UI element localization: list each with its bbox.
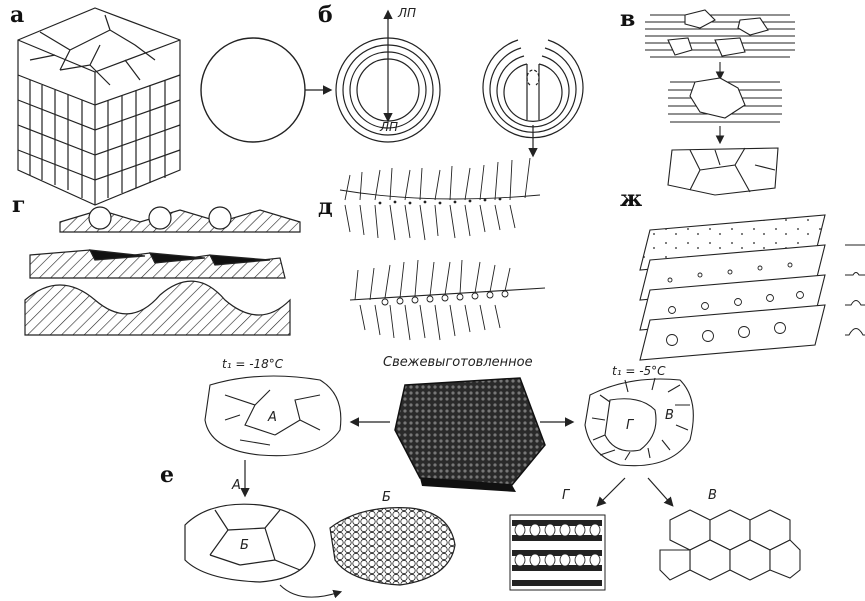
panel-label-e: е — [160, 462, 174, 488]
result-B-coarse — [185, 504, 315, 582]
fresh-sample — [395, 378, 545, 492]
arrow-curve-AB — [280, 585, 340, 597]
cp-label-bottom: ЛП — [380, 120, 398, 134]
panel-label-g: г — [12, 192, 25, 218]
prism-crystal — [18, 8, 180, 205]
result-G-lattice — [510, 515, 605, 590]
temp-label-left: t₁ = -18°C — [222, 357, 283, 371]
arrow-down-G — [598, 478, 625, 505]
result-V-hexcells — [660, 510, 800, 580]
droplet-circle — [201, 38, 305, 142]
fresh-sample-label: Свежевыготовленное — [383, 355, 533, 370]
panel-label-v: в — [620, 6, 635, 32]
temp-label-right: t₁ = -5°C — [612, 364, 666, 378]
cp-label-top: ЛП — [398, 6, 416, 20]
panel-label-zh: ж — [620, 186, 642, 212]
panel-label-d: д — [318, 194, 333, 220]
region-G-label: Г — [562, 488, 569, 503]
result-B-fine — [330, 508, 455, 585]
region-A-inside: А — [268, 410, 277, 425]
region-B-inside: Б — [240, 538, 249, 553]
stacked-sheets — [640, 215, 825, 360]
concentric-rings-right — [483, 40, 583, 155]
surface-profiles — [25, 207, 300, 335]
platelet-stages — [645, 10, 795, 195]
dendrite-branches — [340, 158, 545, 340]
region-V-label: В — [708, 488, 717, 503]
panel-label-b: б — [318, 2, 333, 28]
region-B-label: Б — [382, 490, 391, 505]
side-profiles — [845, 245, 865, 335]
region-A-label: А — [232, 478, 241, 493]
arrow-down-V — [648, 478, 672, 505]
sample-minus5 — [585, 378, 693, 466]
region-V-inside: В — [665, 408, 674, 423]
region-G-inside: Г — [626, 418, 633, 433]
panel-label-a: а — [10, 2, 24, 28]
